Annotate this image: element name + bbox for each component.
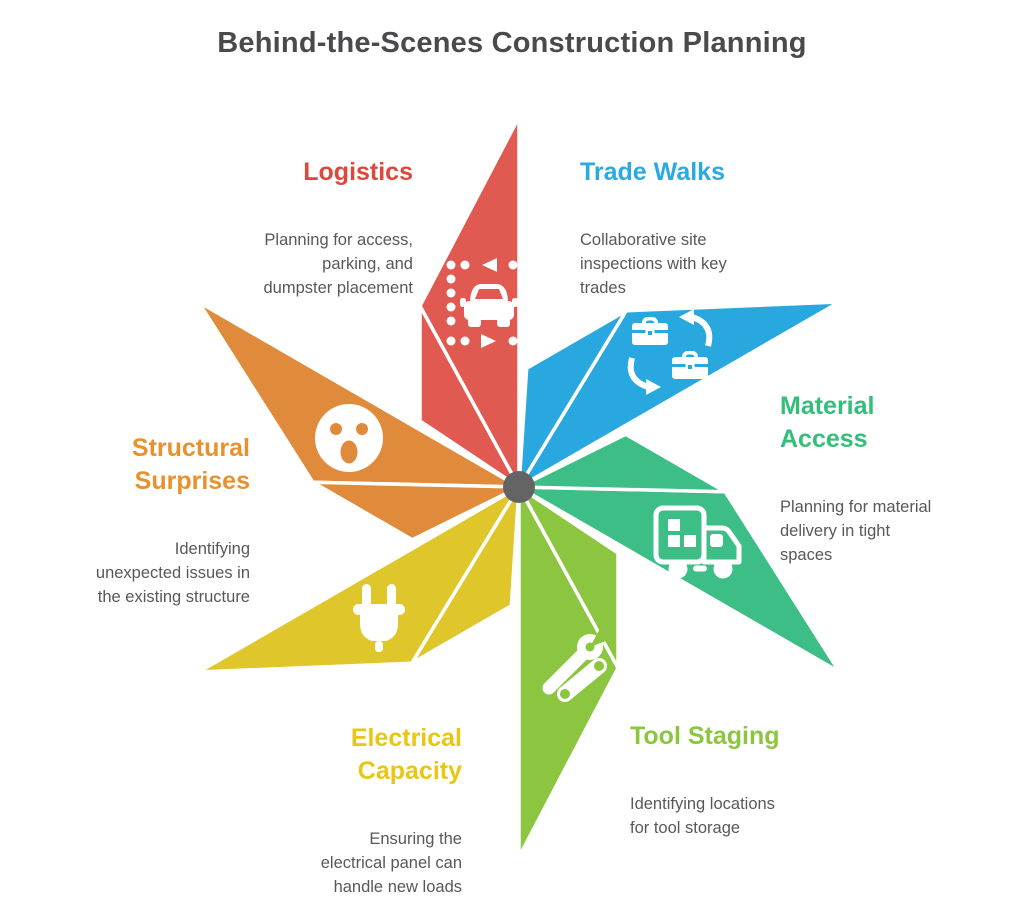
segment-heading-electrical-capacity: Electrical Capacity — [350, 724, 462, 785]
blade-material-access-fold — [517, 432, 728, 494]
segment-block-tool-staging: Tool Staging Identifying locations for t… — [630, 702, 780, 858]
pinwheel-blades — [196, 115, 842, 859]
surprised-face-icon — [315, 404, 383, 472]
delivery-truck-icon — [653, 505, 742, 579]
segment-description-tool-staging: Identifying locations for tool storage — [630, 795, 775, 837]
blade-electrical-capacity — [196, 485, 521, 674]
blade-trade-walks-fold — [517, 309, 629, 489]
segment-heading-logistics: Logistics — [303, 158, 413, 186]
toolbox-swap-icon — [627, 309, 713, 395]
page-title: Behind-the-Scenes Construction Planning — [217, 27, 807, 59]
car-parking-icon — [446, 258, 532, 348]
segment-description-electrical-capacity: Ensuring the electrical panel can handle… — [320, 830, 462, 896]
segment-description-logistics: Planning for access, parking, and dumpst… — [263, 231, 414, 297]
segment-heading-material-access: Material Access — [780, 392, 875, 453]
segment-block-logistics: Logistics Planning for access, parking, … — [264, 138, 414, 318]
blade-structural-surprises-fold — [310, 480, 521, 542]
center-hub — [503, 471, 535, 503]
blade-tool-staging-fold — [517, 485, 620, 670]
segment-heading-tool-staging: Tool Staging — [630, 722, 780, 750]
segment-block-structural-surprises: Structural Surprises Identifying unexpec… — [96, 414, 250, 627]
segment-heading-structural-surprises: Structural Surprises — [131, 434, 250, 495]
tools-icon — [542, 623, 611, 702]
segment-description-structural-surprises: Identifying unexpected issues in the exi… — [95, 540, 250, 606]
blade-material-access — [517, 432, 842, 674]
plug-icon — [353, 584, 405, 652]
segment-block-material-access: Material Access Planning for material de… — [780, 372, 931, 585]
blade-logistics-fold — [418, 304, 521, 489]
segment-description-trade-walks: Collaborative site inspections with key … — [580, 231, 727, 297]
blade-trade-walks — [517, 300, 842, 489]
segment-description-material-access: Planning for material delivery in tight … — [780, 498, 932, 564]
segment-block-electrical-capacity: Electrical Capacity Ensuring the electri… — [321, 704, 462, 900]
blade-electrical-capacity-fold — [409, 485, 521, 665]
segment-block-trade-walks: Trade Walks Collaborative site inspectio… — [580, 138, 727, 318]
segment-heading-trade-walks: Trade Walks — [580, 158, 725, 186]
